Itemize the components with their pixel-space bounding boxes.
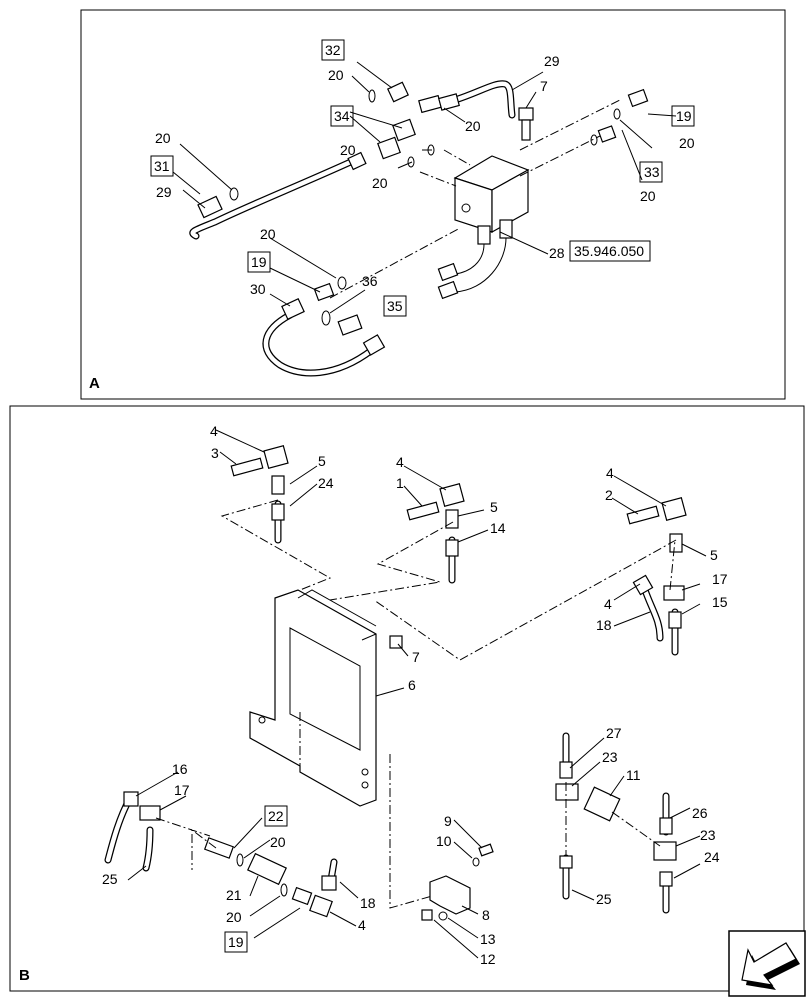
callout-label: 17 [174, 782, 190, 798]
callout-label: 28 [549, 245, 565, 261]
callout-label: 7 [412, 649, 420, 665]
panel-b-frame [9, 405, 805, 992]
callout-label: 9 [444, 813, 452, 829]
callout-label: 17 [712, 571, 728, 587]
callout-label: 33 [644, 164, 660, 180]
callout-box [224, 931, 248, 953]
callout-label: 20 [226, 909, 242, 925]
callout-box [321, 39, 345, 61]
panel-b-callouts: 4 3 5 24 4 1 5 14 4 2 5 4 17 15 18 7 6 2… [102, 423, 728, 967]
callout-label: 1 [396, 475, 404, 491]
callout-label: 34 [334, 108, 350, 124]
callout-label: 10 [436, 833, 452, 849]
callout-box [671, 105, 695, 127]
callout-label: 19 [676, 108, 692, 124]
callout-label: 27 [606, 725, 622, 741]
callout-label: 5 [710, 547, 718, 563]
callout-label: 22 [268, 808, 284, 824]
callout-label: 4 [606, 465, 614, 481]
callout-label: 20 [640, 188, 656, 204]
callout-label: 23 [700, 827, 716, 843]
callout-label: 25 [596, 891, 612, 907]
callout-label: 19 [228, 934, 244, 950]
callout-box [383, 295, 407, 317]
callout-label: 25 [102, 871, 118, 887]
callout-label: 20 [155, 130, 171, 146]
callout-label: 11 [626, 767, 641, 783]
callout-label: 20 [260, 226, 276, 242]
callout-label: 24 [318, 475, 334, 491]
callout-label: 6 [408, 677, 416, 693]
callout-label: 21 [226, 887, 242, 903]
callout-label: 20 [340, 142, 356, 158]
panel-b-drawing [104, 429, 707, 959]
callout-label: 3 [211, 445, 219, 461]
callout-label: 16 [172, 761, 188, 777]
panel-a-letter: A [89, 375, 100, 392]
callout-label: 29 [156, 184, 172, 200]
callout-label: 18 [360, 895, 376, 911]
callout-label: 19 [251, 254, 267, 270]
panel-a-frame [80, 9, 786, 400]
callout-label: 20 [372, 175, 388, 191]
callout-label: 31 [154, 158, 170, 174]
callout-label: 30 [250, 281, 266, 297]
callout-box [330, 105, 354, 127]
panel-b-letter: B [19, 967, 30, 984]
callout-label: 18 [596, 617, 612, 633]
callout-label: 5 [318, 453, 326, 469]
panel-a-drawing [172, 61, 677, 377]
callout-label: 2 [605, 487, 613, 503]
callout-label: 13 [480, 931, 496, 947]
callout-label: 14 [490, 520, 506, 536]
callout-label: 35 [387, 298, 403, 314]
callout-label: 32 [325, 42, 341, 58]
callout-box [639, 161, 663, 183]
callout-box [247, 251, 271, 273]
callout-label: 23 [602, 749, 618, 765]
callout-label: 8 [482, 907, 490, 923]
callout-label: 20 [270, 834, 286, 850]
callout-box [150, 155, 174, 177]
callout-label: 4 [358, 917, 366, 933]
callout-label: 4 [210, 423, 218, 439]
panel-a-callouts: 32 20 29 7 34 20 20 19 20 20 33 20 31 29… [150, 39, 695, 317]
callout-label: 4 [396, 454, 404, 470]
callout-label: 20 [328, 67, 344, 83]
callout-label: 20 [465, 118, 481, 134]
callout-label: 35.946.050 [574, 243, 644, 259]
callout-label: 12 [480, 951, 496, 967]
callout-box [569, 240, 651, 262]
callout-label: 29 [544, 53, 560, 69]
callout-label: 26 [692, 805, 708, 821]
callout-box [264, 805, 288, 827]
callout-label: 4 [604, 596, 612, 612]
callout-label: 36 [362, 273, 378, 289]
callout-label: 20 [679, 135, 695, 151]
callout-label: 5 [490, 499, 498, 515]
callout-label: 24 [704, 849, 720, 865]
arrow-back-icon[interactable] [728, 930, 806, 997]
callout-label: 7 [540, 78, 548, 94]
callout-label: 15 [712, 594, 728, 610]
